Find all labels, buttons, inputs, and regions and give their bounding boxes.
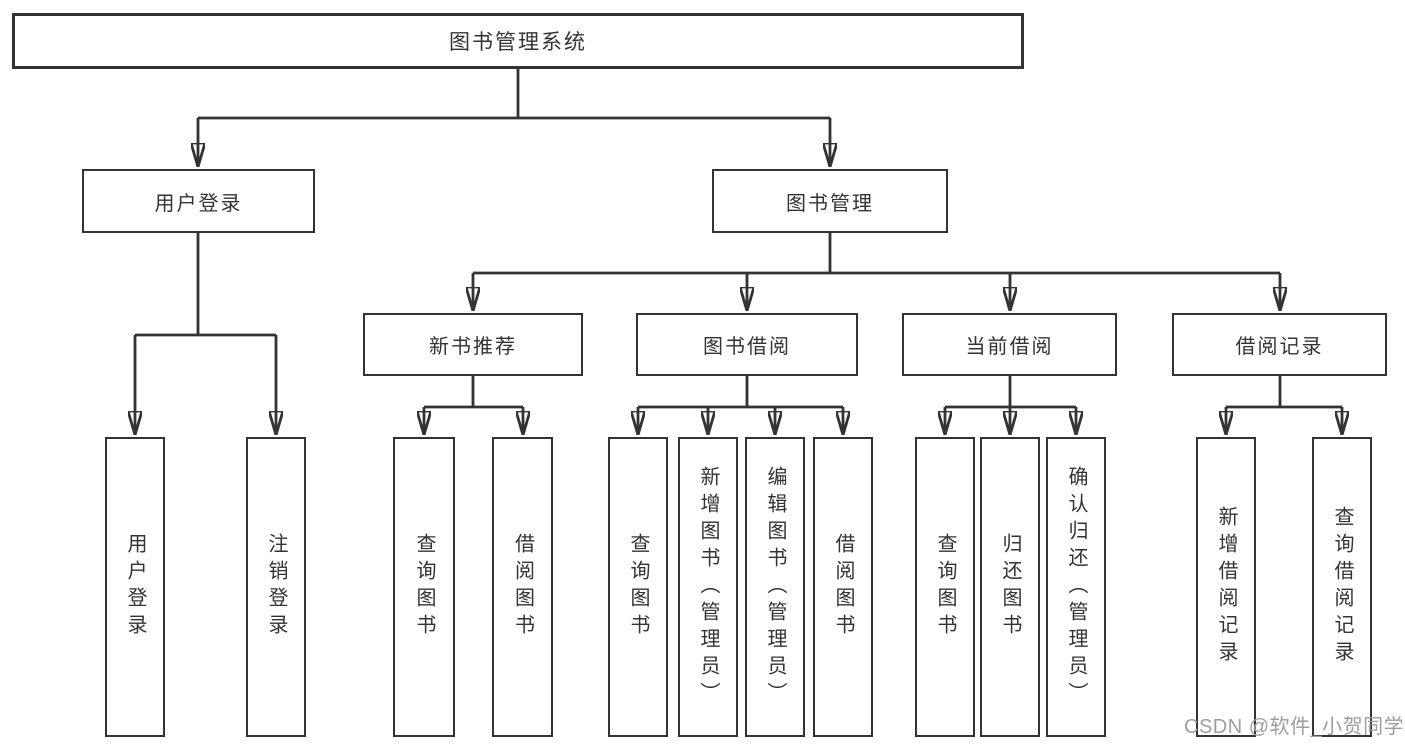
leaf-new-book-borrow-label: 借阅图书 [511, 533, 534, 641]
node-user-login-label: 用户登录 [154, 192, 243, 215]
leaf-logout: 注销登录 [246, 437, 306, 737]
leaf-borrow-query: 查询图书 [608, 437, 668, 737]
leaf-query-record-label: 查询借阅记录 [1331, 506, 1353, 668]
leaf-user-login: 用户登录 [105, 437, 165, 737]
leaf-add-book-admin-label: 新增图书（管理员） [697, 465, 719, 709]
node-book-mgmt: 图书管理 [712, 169, 948, 233]
leaf-logout-label: 注销登录 [265, 533, 287, 641]
leaf-new-book-query: 查询图书 [393, 437, 455, 737]
leaf-edit-book-admin-label: 编辑图书（管理员） [764, 465, 786, 709]
node-new-book: 新书推荐 [363, 313, 583, 376]
node-root-label: 图书管理系统 [449, 31, 587, 54]
leaf-new-book-borrow: 借阅图书 [492, 437, 553, 737]
node-current-borrow-label: 当前借阅 [965, 336, 1054, 358]
leaf-borrow-query-label: 查询图书 [627, 533, 649, 641]
node-borrow-record-label: 借阅记录 [1235, 336, 1324, 358]
leaf-add-record-label: 新增借阅记录 [1215, 506, 1237, 668]
csdn-watermark: CSDN @软件_小贺同学 [1184, 716, 1405, 738]
leaf-return-book-label: 归还图书 [999, 533, 1021, 641]
leaf-confirm-return-admin: 确认归还（管理员） [1046, 437, 1106, 737]
node-user-login: 用户登录 [82, 169, 315, 233]
leaf-add-record: 新增借阅记录 [1196, 437, 1256, 737]
node-current-borrow: 当前借阅 [902, 313, 1117, 376]
leaf-new-book-query-label: 查询图书 [413, 533, 435, 641]
node-root: 图书管理系统 [12, 13, 1024, 69]
leaf-borrow-book-label: 借阅图书 [832, 533, 854, 641]
leaf-user-login-label: 用户登录 [124, 533, 146, 641]
leaf-edit-book-admin: 编辑图书（管理员） [745, 437, 805, 737]
leaf-confirm-return-admin-label: 确认归还（管理员） [1065, 465, 1087, 709]
node-borrow-record: 借阅记录 [1172, 313, 1387, 376]
leaf-query-record: 查询借阅记录 [1312, 437, 1372, 737]
leaf-borrow-book: 借阅图书 [813, 437, 873, 737]
node-book-borrow-label: 图书借阅 [703, 336, 791, 358]
leaf-add-book-admin: 新增图书（管理员） [678, 437, 738, 737]
node-book-mgmt-label: 图书管理 [786, 192, 874, 215]
leaf-return-book: 归还图书 [980, 437, 1040, 737]
node-book-borrow: 图书借阅 [636, 313, 858, 376]
leaf-current-query: 查询图书 [915, 437, 975, 737]
node-new-book-label: 新书推荐 [429, 336, 517, 358]
leaf-current-query-label: 查询图书 [934, 533, 956, 641]
